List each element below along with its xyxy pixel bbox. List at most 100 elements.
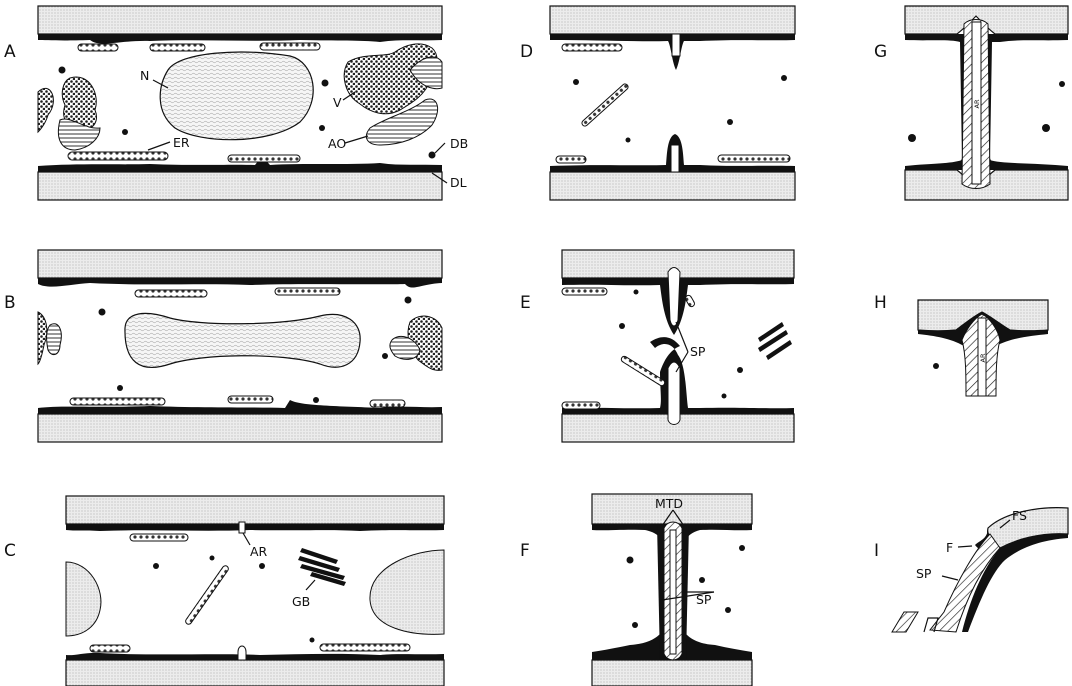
vacuole <box>38 312 47 364</box>
dense-body <box>153 563 159 569</box>
label-sp: SP <box>696 592 712 607</box>
dense-body <box>313 397 319 403</box>
endoplasmic-reticulum <box>135 290 207 297</box>
endoplasmic-reticulum <box>556 156 586 163</box>
dense-body <box>405 297 412 304</box>
label-sp: SP <box>690 344 706 359</box>
dense-body <box>573 79 579 85</box>
endoplasmic-reticulum <box>70 398 165 405</box>
endoplasmic-reticulum <box>150 44 205 51</box>
panel-f: F MTD SP <box>520 494 752 686</box>
label-ar: AR <box>979 353 987 362</box>
panel-g: G AR <box>874 6 1068 200</box>
label-er: ER <box>173 135 190 150</box>
dense-body <box>632 622 638 628</box>
dense-body <box>699 577 705 583</box>
nucleus <box>160 52 313 140</box>
dense-body <box>122 129 128 135</box>
dense-body <box>117 385 123 391</box>
panel-i: I FS F SP <box>874 508 1068 632</box>
panel-letter: D <box>520 42 533 62</box>
dense-body <box>739 545 745 551</box>
endoplasmic-reticulum <box>562 44 622 51</box>
endoplasmic-reticulum <box>90 645 130 652</box>
label-f: F <box>946 540 953 555</box>
dense-body <box>737 367 743 373</box>
endoplasmic-reticulum <box>718 155 790 162</box>
endoplasmic-reticulum <box>184 565 229 626</box>
label-mtd: MTD <box>655 496 683 511</box>
dense-body <box>722 394 727 399</box>
label-ar: AR <box>250 544 268 559</box>
dense-body <box>310 638 315 643</box>
dense-body <box>727 119 733 125</box>
panel-letter: G <box>874 42 887 62</box>
cell-wall <box>38 6 442 34</box>
endoplasmic-reticulum <box>684 294 695 307</box>
septum-plate <box>668 268 680 327</box>
dense-body <box>908 134 916 142</box>
label-ao: AO <box>328 136 346 151</box>
annular-ring <box>238 646 246 660</box>
label-v: V <box>333 95 342 110</box>
nucleus <box>370 550 444 634</box>
dense-body <box>725 607 731 613</box>
developing-septum <box>671 145 679 172</box>
panel-letter: F <box>520 541 530 561</box>
dense-body <box>626 138 631 143</box>
dense-body <box>781 75 787 81</box>
cell-wall <box>550 172 795 200</box>
annular-ring <box>239 522 245 533</box>
label-dl: DL <box>450 175 467 190</box>
dense-body <box>933 363 939 369</box>
panel-b: B <box>4 250 442 442</box>
panel-a: A N V ER AO DB DL <box>4 6 468 200</box>
panel-letter: A <box>4 42 16 62</box>
panel-d: D <box>520 6 795 200</box>
endoplasmic-reticulum <box>562 288 607 295</box>
endoplasmic-reticulum <box>228 396 273 403</box>
endoplasmic-reticulum <box>562 402 600 409</box>
cytoplasm-lining <box>66 524 444 531</box>
panel-letter: C <box>4 541 16 561</box>
panel-c: C AR GB <box>4 496 444 686</box>
dense-body <box>382 353 388 359</box>
endoplasmic-reticulum <box>275 288 340 295</box>
panel-letter: E <box>520 293 531 313</box>
dense-body <box>59 67 66 74</box>
dense-body <box>259 563 265 569</box>
septum-plate <box>892 612 918 632</box>
endoplasmic-reticulum <box>320 644 410 651</box>
label-gb: GB <box>292 594 310 609</box>
dense-body <box>619 323 625 329</box>
panel-letter: I <box>874 541 879 561</box>
dense-body <box>210 556 215 561</box>
label-fs: FS <box>1012 508 1027 523</box>
panel-e: E SP <box>520 250 794 442</box>
amyloplast <box>47 324 62 355</box>
cell-wall <box>66 660 444 686</box>
cytoplasm-lining <box>38 34 442 44</box>
panel-h: H AR <box>874 293 1048 396</box>
label-sp: SP <box>916 566 932 581</box>
endoplasmic-reticulum <box>68 152 168 160</box>
cell-wall <box>66 496 444 524</box>
septum-plate <box>930 534 1000 632</box>
cytoplasm-lining <box>38 278 442 288</box>
label-db: DB <box>450 136 468 151</box>
vacuole <box>38 88 53 132</box>
label-ar: AR <box>973 99 981 108</box>
endoplasmic-reticulum <box>260 43 320 50</box>
dense-body <box>99 309 106 316</box>
dense-body <box>634 290 639 295</box>
endoplasmic-reticulum <box>130 534 188 541</box>
dense-body <box>429 152 436 159</box>
endoplasmic-reticulum <box>620 355 666 387</box>
endoplasmic-reticulum <box>78 44 118 51</box>
dense-body <box>627 557 634 564</box>
cell-wall <box>550 6 795 34</box>
cytoplasm-lining <box>66 653 444 660</box>
panel-letter: B <box>4 293 16 313</box>
panel-letter: H <box>874 293 887 313</box>
